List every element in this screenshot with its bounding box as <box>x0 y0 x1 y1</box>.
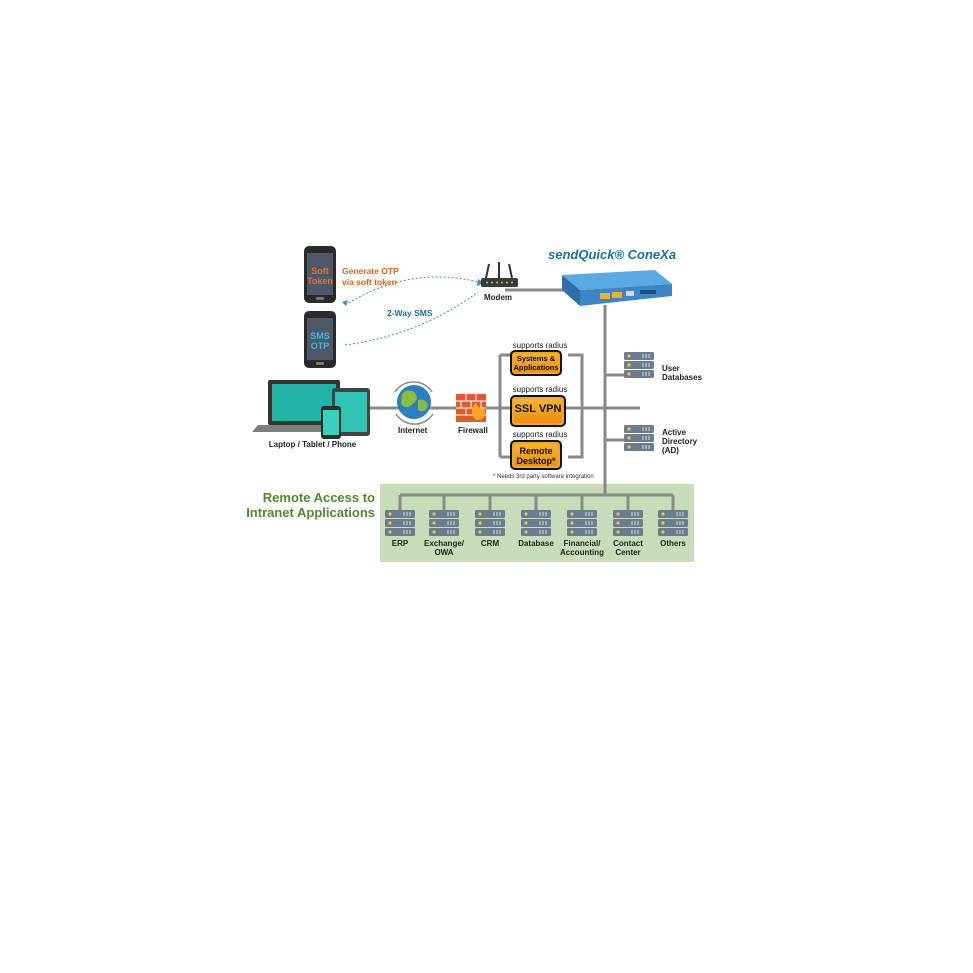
footnote: * Needs 3rd party software integration <box>493 474 594 480</box>
intranet-app-label: CRM <box>480 539 500 548</box>
intranet-server-icon <box>521 510 551 536</box>
two-way-sms-label: 2-Way SMS <box>387 308 433 318</box>
modem-label: Modem <box>484 293 512 302</box>
intranet-drops <box>398 495 675 510</box>
user-databases-label: User Databases <box>662 364 703 382</box>
ssl-vpn-badge: SSL VPN <box>510 395 566 427</box>
remote-desktop-badge: Remote Desktop* <box>510 440 562 470</box>
firewall-label: Firewall <box>458 426 488 435</box>
intranet-server-icon <box>567 510 597 536</box>
intranet-server-icon <box>475 510 505 536</box>
intranet-app-label: ERP <box>391 539 409 548</box>
conexa-appliance-icon <box>562 270 672 306</box>
intranet-server-icon <box>658 510 688 536</box>
active-directory-server-icon <box>624 425 654 451</box>
devices-icon <box>252 380 370 439</box>
soft-token-phone-icon <box>304 246 336 303</box>
internet-globe-icon <box>394 381 434 425</box>
intranet-app-label: Database <box>518 539 554 548</box>
remote-access-title: Remote Access to Intranet Applications <box>246 490 375 520</box>
intranet-app-label: Others <box>660 539 686 548</box>
sms-arrow-head-up <box>477 279 484 286</box>
user-databases-server-icon <box>624 352 654 378</box>
supports-radius-label: supports radius <box>512 341 568 350</box>
soft-token-caption: Generate OTP via soft token <box>342 266 399 287</box>
sms-otp-screen-text: SMS OTP <box>310 331 330 351</box>
intranet-server-icon <box>429 510 459 536</box>
intranet-app-label: Financial/ Accounting <box>560 539 604 557</box>
intranet-app-label: Contact Center <box>613 539 643 557</box>
radius-bracket-line <box>498 353 584 459</box>
sms-otp-phone-icon <box>304 311 336 368</box>
internet-label: Internet <box>398 426 428 435</box>
intranet-app-label: Exchange/ OWA <box>423 539 464 557</box>
firewall-icon <box>456 394 486 422</box>
intranet-server-icon <box>385 510 415 536</box>
sms-arrow-head-down <box>342 300 348 306</box>
soft-token-screen-text: Soft Token <box>307 266 333 286</box>
server-icons <box>385 352 688 536</box>
active-directory-label: Active Directory (AD) <box>662 428 698 455</box>
supports-radius-label: supports radius <box>512 430 568 439</box>
intranet-server-icon <box>613 510 643 536</box>
sms-dotted-arrows <box>344 276 479 346</box>
supports-radius-label: supports radius <box>512 385 568 394</box>
devices-label: Laptop / Tablet / Phone <box>268 440 357 449</box>
conexa-logo: sendQuick® ConeXa <box>548 247 677 262</box>
systems-applications-badge: Systems & Applications <box>510 350 562 376</box>
modem-icon <box>481 262 518 287</box>
